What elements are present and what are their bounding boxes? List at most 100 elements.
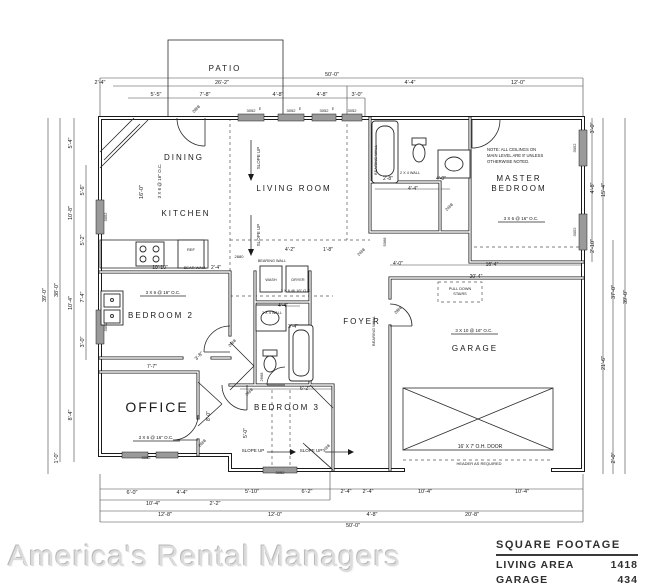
window-label: 3052: [572, 227, 577, 237]
door-label: 2468: [356, 246, 366, 256]
washer-label: WASH: [265, 278, 277, 282]
hall-toilet-icon: [262, 349, 278, 373]
framing-note: 3 X 6 @ 16" O.C.: [504, 216, 539, 221]
dim-label: 5'-2": [80, 234, 86, 245]
stove-icon: [135, 241, 165, 267]
dim-label: 4'-2": [285, 247, 295, 253]
dim-label: 2'-0": [611, 452, 617, 463]
dim-label: 12'-0": [268, 512, 282, 518]
note-label: 2 X 4 WALL: [262, 311, 282, 315]
note-label: BEARING WALL: [371, 315, 376, 346]
garage-area-value: 434: [617, 574, 638, 586]
door-label: 2868: [191, 103, 201, 113]
square-footage-row: GARAGE 434: [496, 574, 638, 586]
dim-label: 20'-4": [470, 274, 483, 280]
note-label: 2 X 4 WALL: [400, 171, 420, 175]
note-label: SLOPE UP: [256, 224, 261, 247]
dim-label: 38'-0": [54, 283, 60, 297]
window-icon: [95, 309, 105, 345]
dim-label: 4'-0": [436, 176, 446, 182]
attic-stairs-label: STAIRS: [453, 292, 467, 296]
dim-label: 10'-4": [68, 296, 74, 310]
dim-label: 6'-2": [302, 489, 313, 495]
framing-note: 3 X 10 @ 16" O.C.: [455, 328, 492, 333]
window-label: 3052: [348, 108, 358, 113]
window-label: 3052: [142, 455, 152, 460]
dim-label: 20'-8": [465, 512, 479, 518]
fridge-icon: [177, 239, 205, 269]
dim-label: 2'-2": [210, 501, 221, 507]
window-egress-label: E: [299, 107, 302, 111]
note-label: BEARING WALL: [258, 259, 286, 263]
window-label: 3052: [287, 108, 297, 113]
dim-label: 1'-8": [323, 247, 333, 253]
dimension-lines: [47, 77, 626, 523]
door-label: 5068: [382, 237, 387, 247]
dim-label: 2'-4": [363, 489, 374, 495]
ceiling-note: NOTE: ALL CEILINGS ON: [487, 147, 536, 152]
room-label-bedroom-3: BEDROOM 3: [254, 403, 320, 412]
room-label-garage: GARAGE: [452, 344, 498, 353]
window-icon: [121, 451, 149, 459]
dim-label: 2'-4": [95, 80, 106, 86]
door-label: 2468: [244, 386, 254, 396]
note-label: BEAR WALL: [184, 265, 208, 270]
dim-label: 4'-0": [393, 261, 403, 267]
dim-label: 10'-4": [146, 501, 160, 507]
dim-label: 7'-8": [200, 92, 211, 98]
dashed-lines: [229, 118, 579, 465]
dim-label: 4'-4": [405, 80, 416, 86]
dim-label: 4'-8": [367, 512, 378, 518]
window-label: 3052: [276, 470, 286, 475]
kitchen-counter: [99, 239, 209, 269]
dim-label: 4'-8": [317, 92, 328, 98]
dim-label: 16'-0": [139, 185, 145, 199]
window-label: 3052: [247, 108, 257, 113]
window-egress-label: E: [259, 107, 262, 111]
dim-label: 5'-0": [243, 428, 249, 438]
framing-note: 3 X 6 @ 16" O.C.: [146, 290, 181, 295]
master-toilet-icon: [411, 137, 427, 163]
note-label: SLOPE UP: [256, 147, 261, 170]
room-label-master-bedroom: MASTER: [496, 174, 541, 183]
dim-label: 4'-4": [177, 490, 188, 496]
dim-label: 4'-8": [273, 92, 284, 98]
dim-label: 3'-0": [352, 92, 363, 98]
dim-label: 10'-4": [515, 489, 529, 495]
master-tub-icon: [371, 120, 399, 184]
dim-label: 6'-2": [300, 386, 310, 392]
dim-label: 2'-4": [341, 489, 352, 495]
fridge-label: REF: [187, 247, 196, 252]
room-label-dining: DINING: [164, 153, 204, 162]
windows: [95, 113, 588, 474]
garage-area-label: GARAGE: [496, 574, 549, 586]
square-footage-row: LIVING AREA 1418: [496, 559, 638, 571]
ceiling-note: OTHERWISE NOTED.: [487, 159, 529, 164]
master-sink-icon: [437, 149, 471, 179]
dryer-label: DRYER: [291, 278, 304, 282]
dim-label: 50'-0": [325, 72, 339, 78]
window-icon: [341, 113, 363, 122]
door-label: 2668: [197, 437, 207, 447]
room-label-foyer: FOYER: [343, 317, 381, 326]
window-label: 3052: [103, 212, 108, 222]
window-icon: [311, 113, 337, 122]
washer-icon: [259, 265, 283, 293]
dim-label: 2'-8": [383, 176, 393, 182]
attic-stairs-label: PULL DOWN: [449, 287, 472, 291]
dim-label: 37'-0": [611, 285, 617, 299]
dim-label: 3'-4": [288, 324, 298, 330]
room-label-office: OFFICE: [125, 399, 188, 415]
garage-door-label: 16' X 7' O.H. DOOR: [458, 444, 503, 450]
dim-label: 50'-0": [346, 523, 360, 529]
dim-label: 2'-4": [211, 265, 221, 271]
room-label-bedroom-2: BEDROOM 2: [128, 311, 194, 320]
window-icon: [95, 199, 105, 235]
dim-label: 39'-0": [623, 290, 629, 304]
door-label: 2468: [444, 201, 454, 211]
dim-label: 3'-0": [590, 122, 596, 133]
window-label: 3052: [572, 143, 577, 153]
note-label: SLOPE UP: [242, 448, 265, 453]
window-egress-label: E: [332, 107, 335, 111]
dim-label: 5'-5": [151, 92, 162, 98]
